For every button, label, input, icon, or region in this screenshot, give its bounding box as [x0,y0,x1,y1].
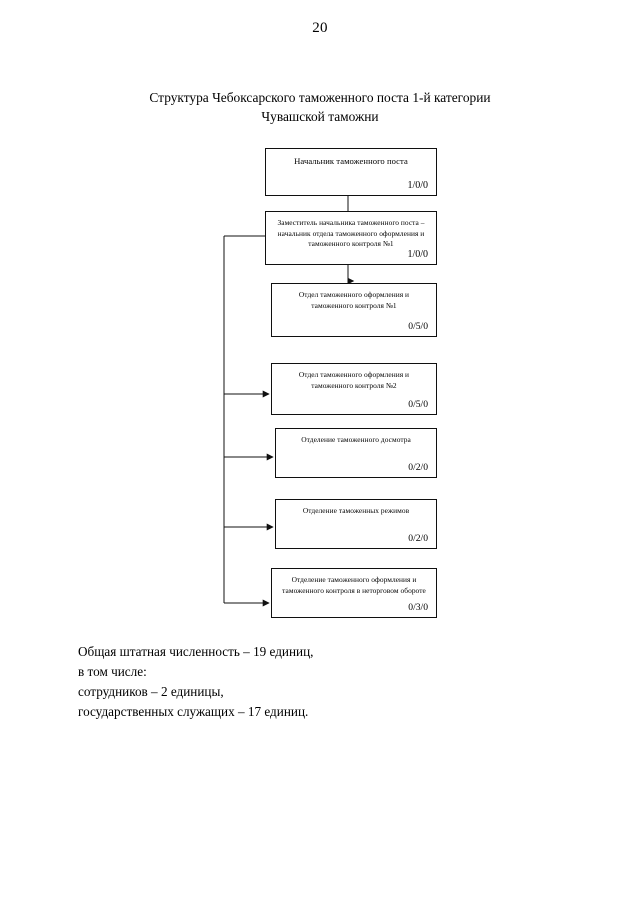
staffing-summary: Общая штатная численность – 19 единиц, в… [78,642,313,722]
org-node-deputy: Заместитель начальника таможенного поста… [265,211,437,265]
org-node-label: Начальник таможенного поста [294,156,408,166]
org-chart-diagram: Начальник таможенного поста 1/0/0 Замест… [223,148,437,618]
org-node-count: 0/5/0 [408,321,428,333]
page-title-line-2: Чувашской таможни [261,109,379,125]
org-node-count: 0/5/0 [408,399,428,411]
org-node-count: 1/0/0 [407,180,428,191]
org-node-count: 1/0/0 [407,249,428,260]
org-node-label: Отделение таможенного оформления и тамож… [282,575,426,595]
connector-lines [223,196,355,607]
org-node-label: Отдел таможенного оформления и таможенно… [298,370,410,390]
org-node-count: 0/3/0 [408,602,428,614]
staffing-summary-line-3: сотрудников – 2 единицы, [78,684,224,700]
org-node-label: Отдел таможенного оформления и таможенно… [298,290,410,310]
org-node-label: Отделение таможенных режимов [302,506,410,515]
org-node-div-inspection: Отделение таможенного досмотра 0/2/0 [275,428,437,478]
org-node-label: Отделение таможенного досмотра [301,435,411,444]
org-node-head: Начальник таможенного поста 1/0/0 [265,148,437,196]
org-node-count: 0/2/0 [408,533,428,545]
org-node-dept-1: Отдел таможенного оформления и таможенно… [271,283,437,337]
org-node-label: Заместитель начальника таможенного поста… [277,218,425,249]
staffing-summary-line-1: Общая штатная численность – 19 единиц, [78,644,314,659]
staffing-summary-line-4: государственных служащих – 17 единиц. [78,704,309,720]
page-title-line-1: Структура Чебоксарского таможенного пост… [149,90,491,105]
page-number: 20 [312,20,328,36]
org-node-div-nontrade: Отделение таможенного оформления и тамож… [271,568,437,618]
staffing-summary-line-2: в том числе: [78,664,147,680]
page-title: Структура Чебоксарского таможенного пост… [70,88,570,126]
org-node-count: 0/2/0 [408,462,428,474]
org-node-dept-2: Отдел таможенного оформления и таможенно… [271,363,437,415]
org-node-div-regimes: Отделение таможенных режимов 0/2/0 [275,499,437,549]
